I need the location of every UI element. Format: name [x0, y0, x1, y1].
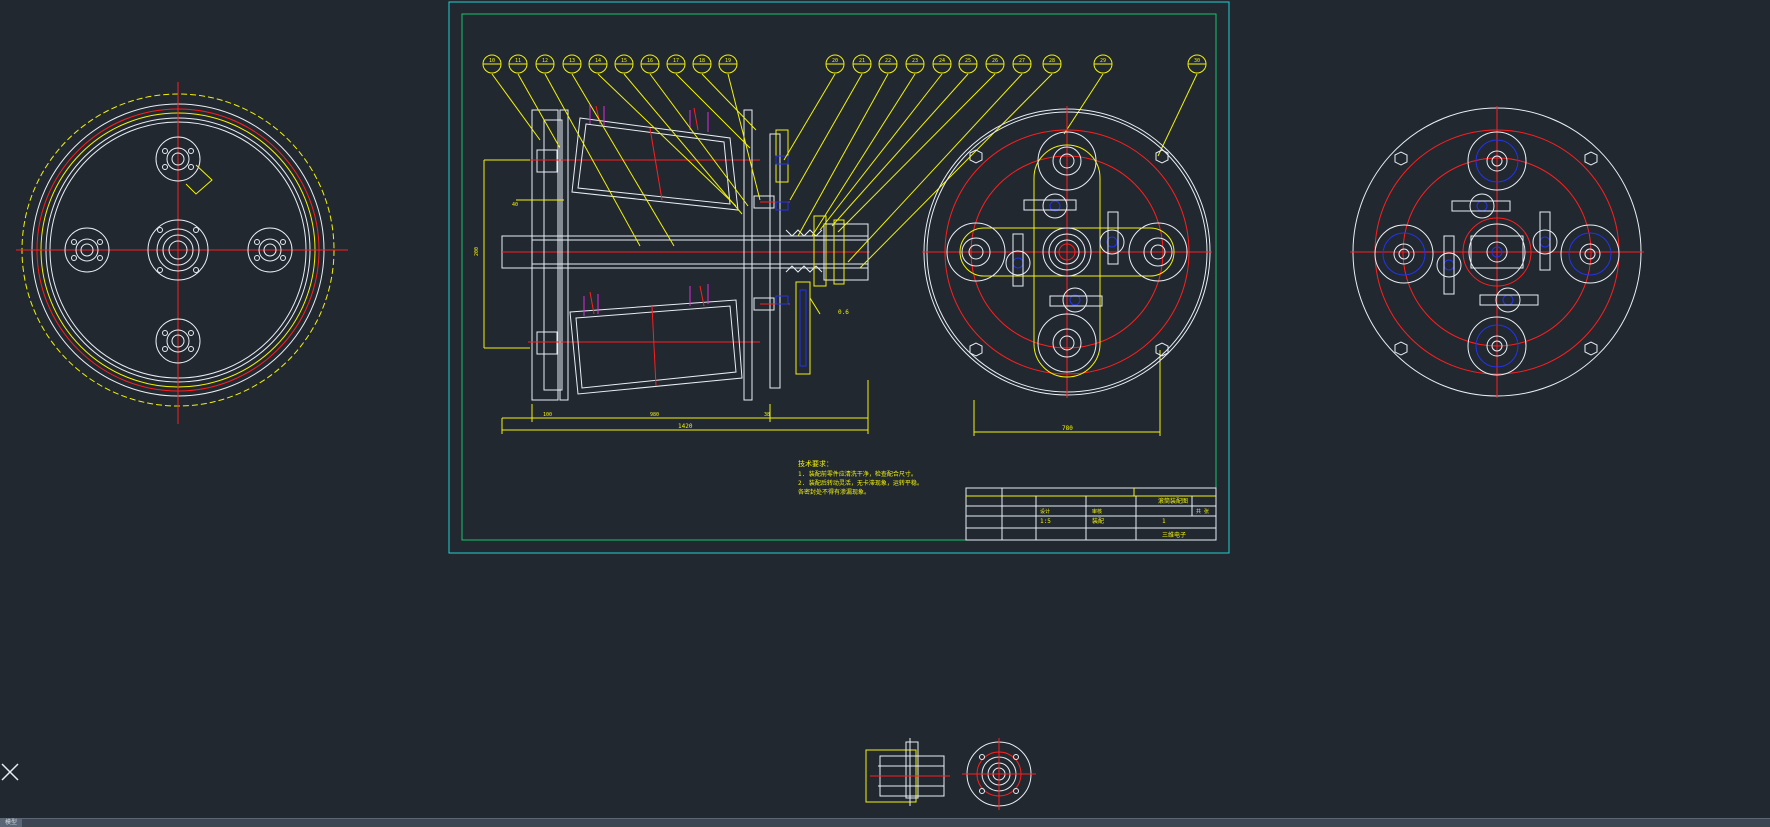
title-block-company: 三维电子	[1162, 531, 1186, 539]
drawing-sheet[interactable]	[448, 1, 1230, 554]
ucs-cross-icon	[1, 763, 19, 781]
sheet-end-view[interactable]	[922, 106, 1212, 398]
title-block-title: 滚筒装配图	[1158, 497, 1188, 505]
left-view-flange-left	[64, 227, 110, 273]
dimension-texts: 1420 100 980 38 200 40 0.6 780	[474, 202, 1073, 432]
balloon-label: 24	[939, 58, 945, 64]
dim-width-left: 100	[543, 412, 552, 418]
balloon-label: 29	[1100, 58, 1106, 64]
title-block-text: 滚筒装配图 1:5 1 装配 三维电子 设计 审核 共 张	[1040, 497, 1209, 539]
balloon-label: 22	[885, 58, 891, 64]
balloon-label: 10	[489, 58, 495, 64]
balloon-label: 11	[515, 58, 521, 64]
dim-side: 0.6	[838, 309, 849, 316]
technical-notes: 技术要求： 1. 装配前零件应清洗干净，检查配合尺寸。 2. 装配后转动灵活，无…	[798, 459, 923, 496]
status-bar: 模型	[0, 818, 1770, 827]
balloon-label: 17	[673, 58, 679, 64]
right-end-view[interactable]	[1350, 106, 1644, 398]
title-block[interactable]	[965, 487, 1217, 541]
dim-overall-length: 1420	[678, 423, 693, 430]
balloon-label: 27	[1019, 58, 1025, 64]
balloon-label: 18	[699, 58, 705, 64]
model-tab[interactable]: 模型	[0, 819, 22, 827]
title-block-checked: 审核	[1092, 508, 1102, 515]
balloon-label: 13	[569, 58, 575, 64]
dim-end-view-width: 780	[1062, 425, 1073, 432]
detail-view-front[interactable]	[962, 738, 1036, 810]
left-view-flange-top	[155, 136, 213, 195]
dimension-lines	[483, 159, 1161, 436]
right-view-inner-gears	[1436, 193, 1558, 313]
notes-line-3: 各密封处不得有渗漏现象。	[798, 488, 870, 496]
balloon-label: 16	[647, 58, 653, 64]
balloon-label: 30	[1194, 58, 1200, 64]
left-view-flange-right	[247, 227, 293, 273]
title-block-drawn: 设计	[1040, 508, 1050, 515]
leader-lines	[491, 73, 1198, 269]
title-block-sheet: 1	[1162, 518, 1166, 525]
dim-width-right: 38	[764, 412, 770, 418]
right-view-outer-bearings	[1374, 131, 1620, 376]
title-block-sheets: 共 张	[1196, 508, 1209, 515]
left-view-flange-bottom	[155, 318, 201, 364]
title-block-scale: 1:5	[1040, 518, 1051, 525]
balloon-label: 26	[992, 58, 998, 64]
notes-line-1: 1. 装配前零件应清洗干净，检查配合尺寸。	[798, 470, 917, 478]
detail-view-side[interactable]	[865, 738, 950, 806]
balloon-label: 21	[859, 58, 865, 64]
title-block-material: 装配	[1092, 517, 1104, 525]
left-end-view[interactable]	[16, 82, 348, 424]
part-balloons: 10 11 12 13 14 15 16 17 18 19 20 21 22 23 24 25 26 27 28 29…	[482, 54, 1207, 74]
balloon-label: 19	[725, 58, 731, 64]
dim-shaft-len: 40	[512, 202, 518, 208]
notes-heading: 技术要求：	[798, 459, 833, 468]
balloon-label: 28	[1049, 58, 1055, 64]
balloon-label: 20	[832, 58, 838, 64]
balloon-label: 15	[621, 58, 627, 64]
balloon-label: 14	[595, 58, 601, 64]
right-view-hub	[1462, 217, 1532, 287]
notes-line-2: 2. 装配后转动灵活，无卡滞现象，运转平稳。	[798, 479, 923, 487]
balloon-label: 25	[965, 58, 971, 64]
section-view[interactable]	[501, 104, 870, 401]
dim-height: 200	[474, 247, 480, 256]
balloon-label: 12	[542, 58, 548, 64]
dim-width-mid: 980	[650, 412, 659, 418]
balloon-label: 23	[912, 58, 918, 64]
